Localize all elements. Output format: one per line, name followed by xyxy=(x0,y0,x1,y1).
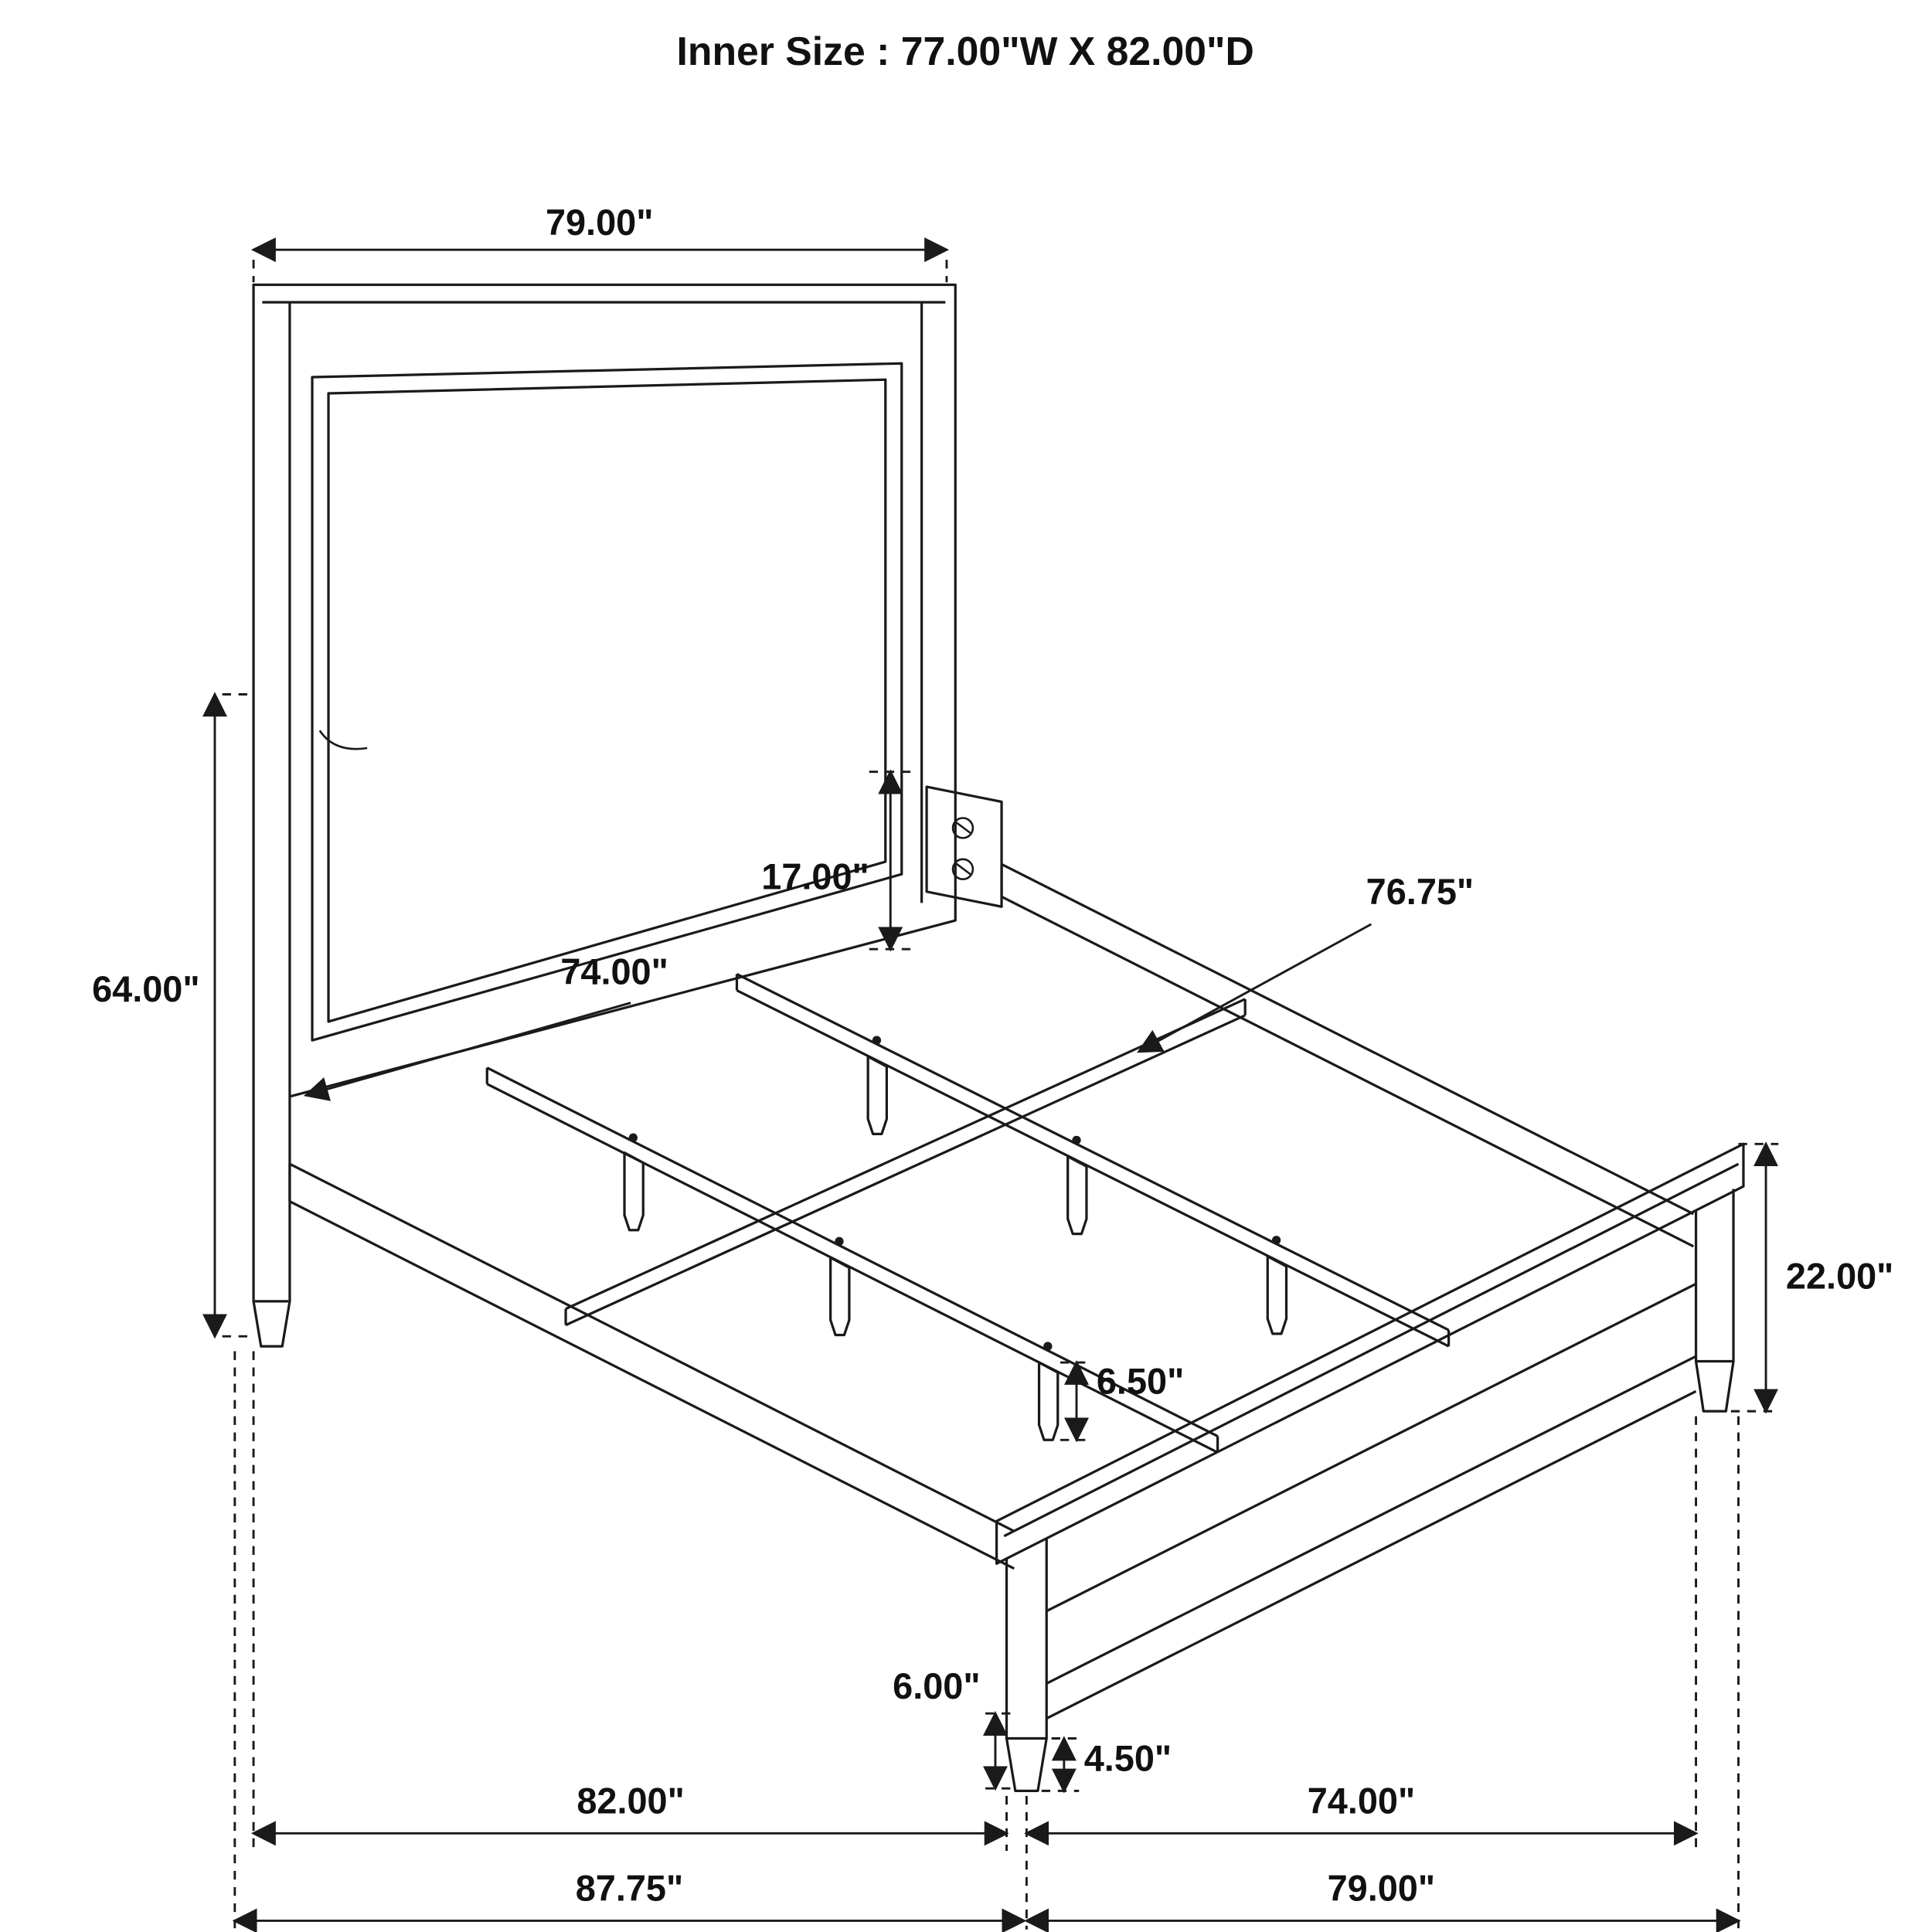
dim-side-rail-length: 82.00" xyxy=(250,1781,1009,1846)
diagram-title: Inner Size : 77.00"W X 82.00"D xyxy=(677,29,1254,73)
dim-label-under-bed-clearance: 6.00" xyxy=(893,1666,980,1706)
dim-label-headboard-inner-width: 74.00" xyxy=(560,951,668,992)
dim-footboard-inner-width: 74.00" xyxy=(1024,1781,1699,1846)
dim-label-rail-mount-height: 17.00" xyxy=(761,857,869,897)
bracket-screw-icon xyxy=(951,858,975,880)
pilot-hole-icon xyxy=(628,1133,638,1142)
dim-headboard-inner-width: 74.00" xyxy=(303,951,668,1101)
dim-rail-mount-height: 17.00" xyxy=(761,769,914,952)
footboard xyxy=(995,1142,1745,1793)
headboard-panel-outer xyxy=(311,362,903,1042)
pilot-hole-icon xyxy=(1271,1236,1281,1245)
support-leg xyxy=(1266,1255,1288,1335)
dim-label-footboard-width: 79.00" xyxy=(1328,1869,1435,1909)
dim-center-leg-height: 6.50" xyxy=(1060,1359,1184,1443)
pilot-hole-icon xyxy=(835,1236,844,1246)
support-leg xyxy=(1066,1155,1088,1236)
dim-overall-length: 87.75" xyxy=(232,1869,1027,1932)
dim-label-footboard-leg-height: 4.50" xyxy=(1084,1739,1172,1779)
support-leg xyxy=(866,1055,888,1135)
pilot-hole-icon xyxy=(1072,1135,1081,1145)
dim-footboard-width: 79.00" xyxy=(1024,1869,1741,1932)
dim-label-side-rail-length: 82.00" xyxy=(577,1781,684,1821)
dim-footboard-leg-height: 4.50" xyxy=(1041,1736,1172,1794)
bracket-screw-icon xyxy=(951,817,975,839)
support-leg xyxy=(829,1256,851,1337)
dim-label-headboard-height: 64.00" xyxy=(92,969,199,1009)
cross-slat xyxy=(564,998,1247,1327)
headboard xyxy=(252,283,957,1348)
support-leg xyxy=(623,1151,645,1232)
headboard-panel-inner xyxy=(327,378,887,1023)
dim-label-footboard-inner-width: 74.00" xyxy=(1308,1781,1415,1821)
dim-under-bed-clearance: 6.00" xyxy=(893,1666,1012,1791)
dim-label-overall-length: 87.75" xyxy=(576,1869,683,1909)
dim-footboard-height: 22.00" xyxy=(1730,1141,1893,1414)
side-rails xyxy=(288,862,1695,1570)
dim-label-headboard-width: 79.00" xyxy=(546,202,653,243)
dim-slat-length: 76.75" xyxy=(1137,872,1474,1053)
support-leg xyxy=(1037,1361,1060,1441)
headboard-panel-curve xyxy=(318,730,368,750)
pilot-hole-icon xyxy=(1043,1342,1053,1351)
extension-lines xyxy=(233,1351,1740,1930)
dim-label-footboard-height: 22.00" xyxy=(1786,1257,1893,1297)
dim-headboard-width: 79.00" xyxy=(250,202,950,283)
dim-label-slat-length: 76.75" xyxy=(1366,872,1474,912)
dim-label-center-leg-height: 6.50" xyxy=(1097,1361,1184,1401)
pilot-hole-icon xyxy=(872,1036,882,1045)
rail-bracket xyxy=(925,785,1003,908)
dim-headboard-height: 64.00" xyxy=(92,692,255,1339)
support-rails xyxy=(485,973,1451,1454)
